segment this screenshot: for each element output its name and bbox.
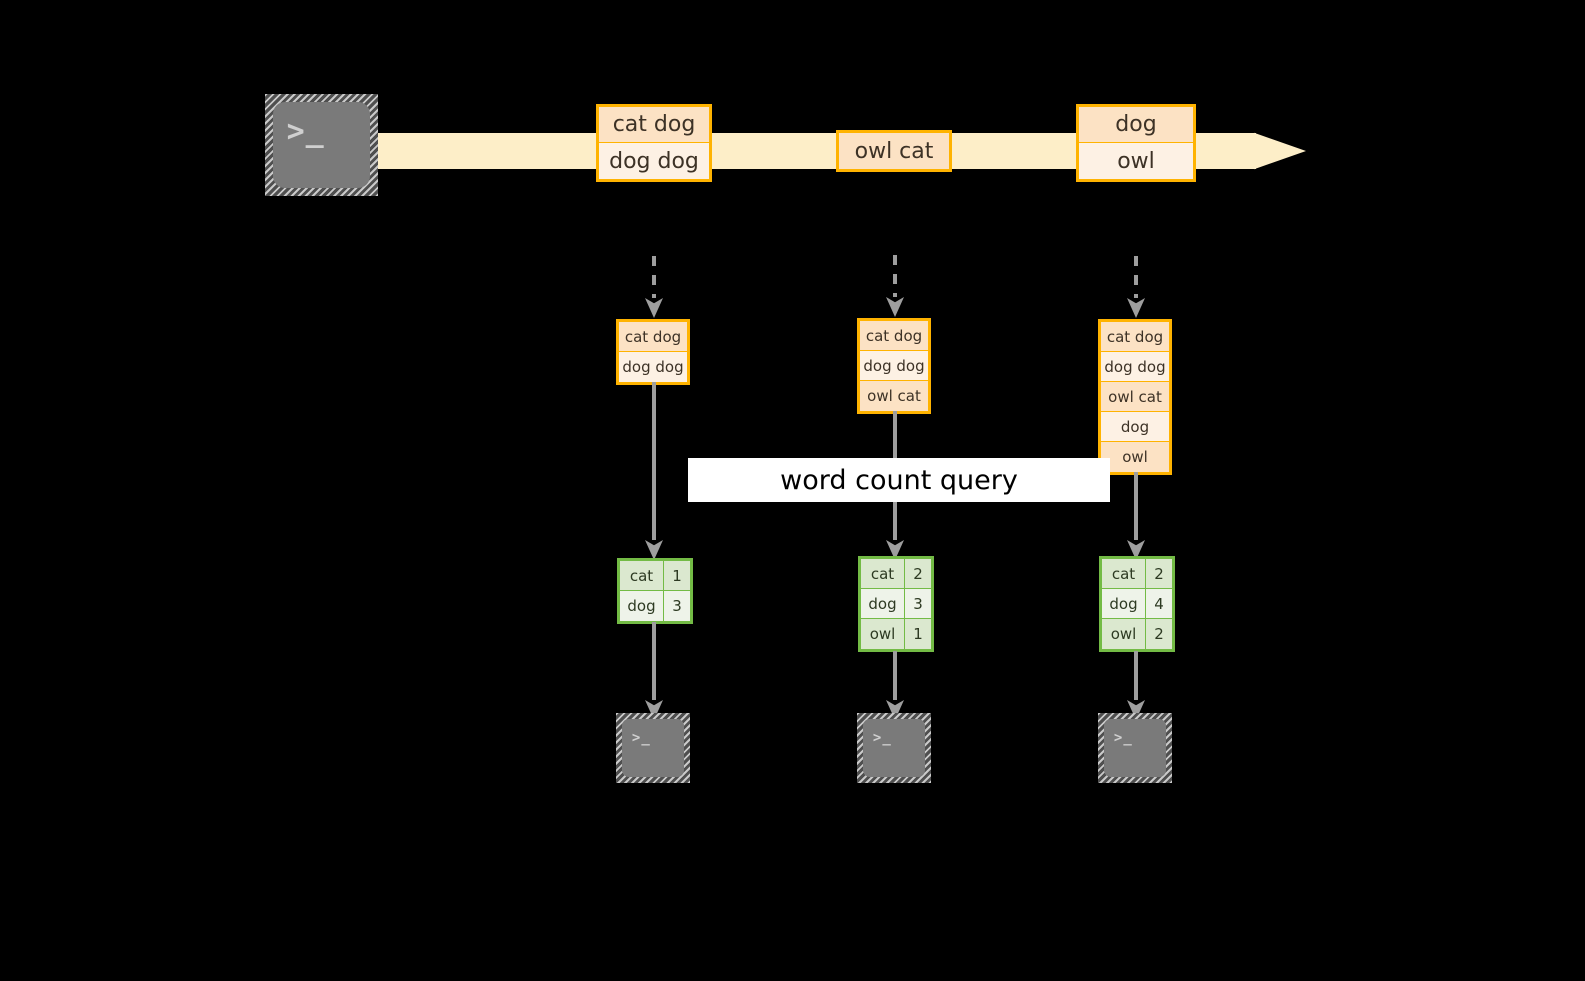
terminal-screen: >_	[1104, 719, 1166, 777]
stream-record-3: dog owl	[1076, 104, 1196, 182]
buffer-row: owl cat	[1101, 382, 1169, 412]
count-row: cat 2	[861, 559, 931, 589]
count-row: dog 3	[620, 591, 690, 621]
count-word: cat	[861, 559, 905, 588]
buffer-row: cat dog	[1101, 322, 1169, 352]
stream-record-line: dog	[1079, 107, 1193, 143]
stream-record-line: owl	[1079, 143, 1193, 179]
count-value: 2	[1146, 619, 1172, 649]
count-value: 1	[905, 619, 931, 649]
count-row: cat 2	[1102, 559, 1172, 589]
count-table-batch-3: cat 2 dog 4 owl 2	[1099, 556, 1175, 652]
count-table-batch-1: cat 1 dog 3	[617, 558, 693, 624]
count-value: 2	[905, 559, 931, 588]
count-row: owl 1	[861, 619, 931, 649]
buffer-table-batch-2: cat dog dog dog owl cat	[857, 318, 931, 414]
count-value: 3	[905, 589, 931, 618]
buffer-row: dog dog	[619, 352, 687, 382]
buffer-row: cat dog	[619, 322, 687, 352]
terminal-screen: >_	[273, 102, 370, 188]
stream-record-1: cat dog dog dog	[596, 104, 712, 182]
stream-record-2: owl cat	[836, 130, 952, 172]
count-row: cat 1	[620, 561, 690, 591]
count-word: dog	[1102, 589, 1146, 618]
count-value: 3	[664, 591, 690, 621]
sink-terminal-icon-1: >_	[616, 713, 690, 783]
count-row: dog 3	[861, 589, 931, 619]
terminal-screen: >_	[863, 719, 925, 777]
terminal-prompt-glyph: >_	[872, 729, 892, 746]
terminal-screen: >_	[622, 719, 684, 777]
stream-record-line: dog dog	[599, 143, 709, 179]
count-word: dog	[620, 591, 664, 621]
buffer-row: dog dog	[1101, 352, 1169, 382]
source-terminal-icon: >_	[265, 94, 378, 196]
count-word: cat	[1102, 559, 1146, 588]
count-word: owl	[1102, 619, 1146, 649]
query-label: word count query	[688, 458, 1110, 502]
buffer-row: cat dog	[860, 321, 928, 351]
buffer-row: owl	[1101, 442, 1169, 472]
count-word: cat	[620, 561, 664, 590]
sink-terminal-icon-3: >_	[1098, 713, 1172, 783]
stream-arrow-head	[1254, 132, 1306, 170]
buffer-table-batch-1: cat dog dog dog	[616, 319, 690, 385]
count-word: dog	[861, 589, 905, 618]
buffer-table-batch-3: cat dog dog dog owl cat dog owl	[1098, 319, 1172, 475]
stream-record-line: cat dog	[599, 107, 709, 143]
terminal-prompt-glyph: >_	[286, 114, 325, 150]
count-row: owl 2	[1102, 619, 1172, 649]
terminal-prompt-glyph: >_	[631, 729, 651, 746]
buffer-row: owl cat	[860, 381, 928, 411]
buffer-row: dog	[1101, 412, 1169, 442]
count-value: 1	[664, 561, 690, 590]
count-row: dog 4	[1102, 589, 1172, 619]
buffer-row: dog dog	[860, 351, 928, 381]
sink-terminal-icon-2: >_	[857, 713, 931, 783]
count-table-batch-2: cat 2 dog 3 owl 1	[858, 556, 934, 652]
stream-record-line: owl cat	[839, 133, 949, 169]
count-word: owl	[861, 619, 905, 649]
terminal-prompt-glyph: >_	[1113, 729, 1133, 746]
count-value: 2	[1146, 559, 1172, 588]
count-value: 4	[1146, 589, 1172, 618]
